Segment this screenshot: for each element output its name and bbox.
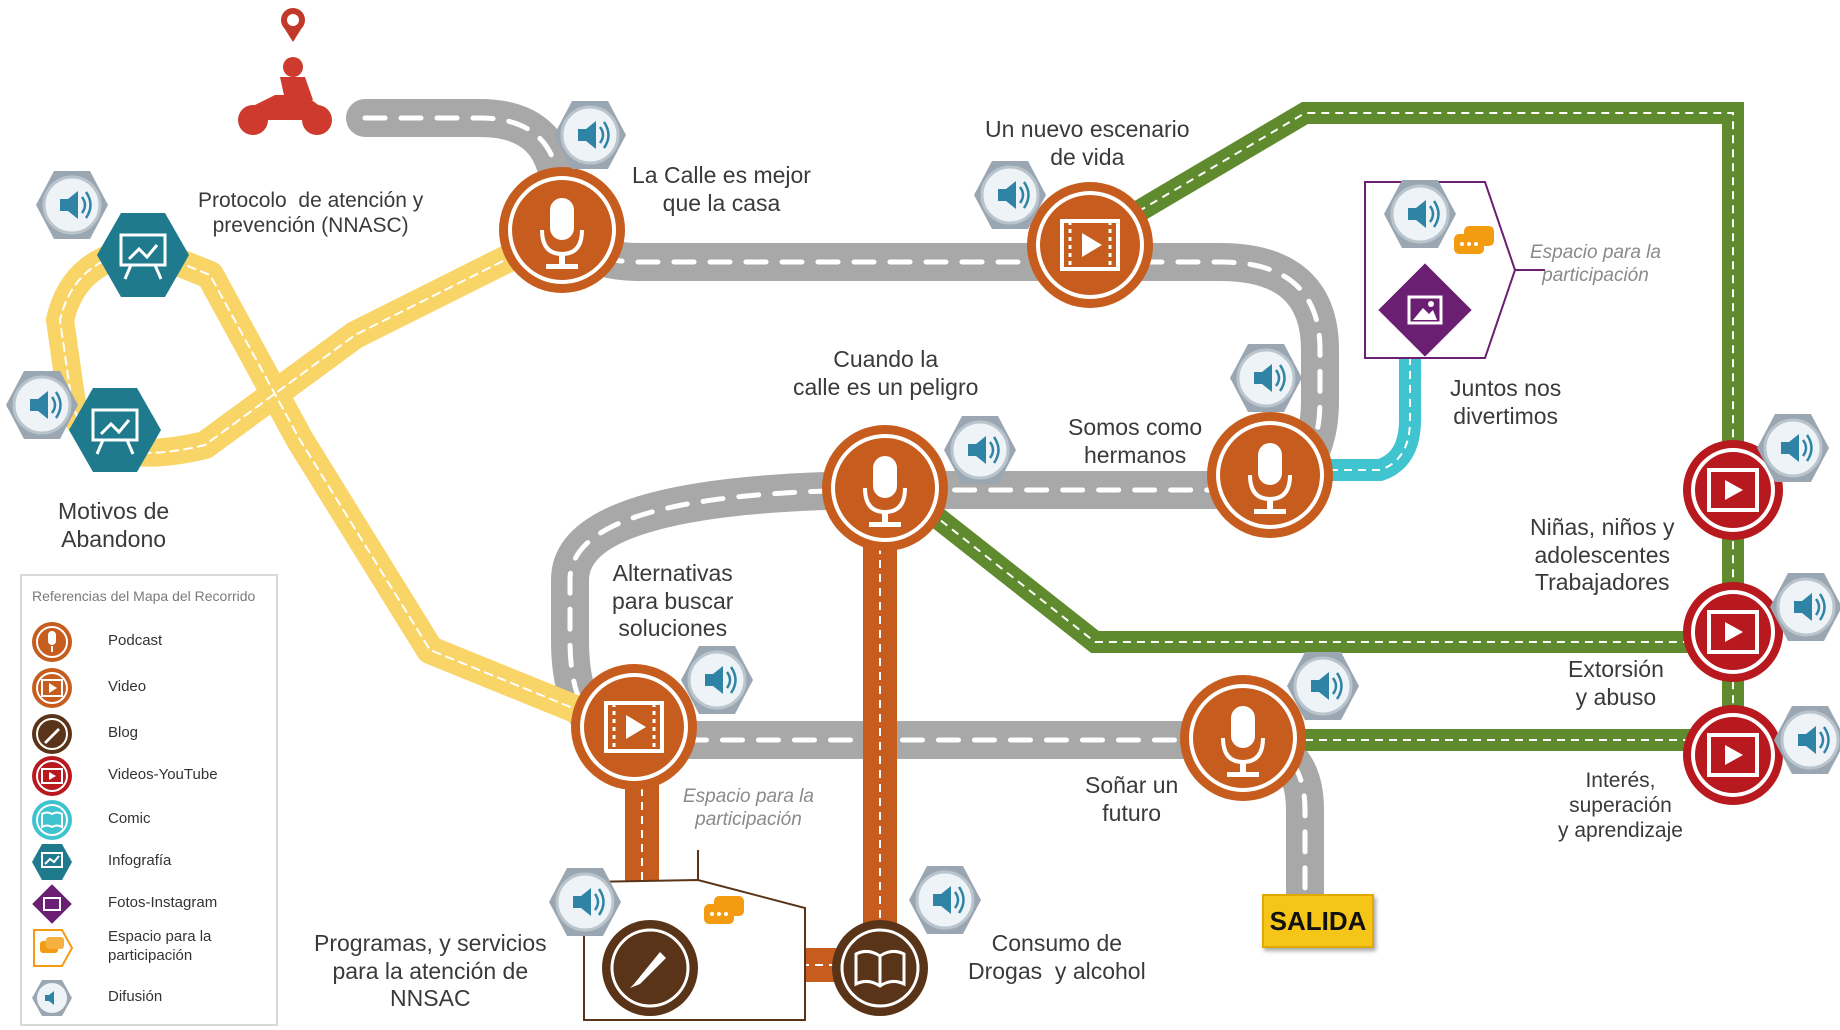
instagram-photos-icon [32, 884, 72, 924]
location-pin-icon [281, 8, 305, 42]
label-ninas: Niñas, niños y adolescentes Trabajadores [1530, 514, 1675, 596]
video-icon [32, 668, 72, 708]
legend-item-instagram: Fotos-Instagram [30, 882, 270, 926]
legend-label: Videos-YouTube [108, 766, 218, 783]
blog-node-programas[interactable] [602, 920, 698, 1016]
youtube-node-interes[interactable] [1683, 705, 1783, 805]
label-motivos: Motivos de Abandono [58, 498, 170, 552]
speaker-icon[interactable] [907, 864, 983, 936]
instagram-node-juntos[interactable] [1378, 263, 1472, 357]
label-somos-hermanos: Somos como hermanos [1068, 414, 1203, 468]
podcast-icon [32, 622, 72, 662]
green-path [923, 102, 1744, 751]
label-interes: Interés, superación y aprendizaje [1558, 769, 1683, 843]
participation-icon [33, 929, 74, 967]
legend: Referencias del Mapa del Recorrido Podca… [20, 574, 278, 1026]
youtube-node-extorsion[interactable] [1683, 582, 1783, 682]
legend-item-blog: Blog [30, 712, 270, 756]
legend-label: Podcast [108, 632, 163, 649]
legend-title: Referencias del Mapa del Recorrido [32, 588, 256, 604]
podcast-node-calle-peligro[interactable] [822, 425, 948, 551]
infographic-node-protocolo[interactable] [97, 213, 189, 297]
infographic-node-motivos[interactable] [69, 388, 161, 472]
legend-item-participation: Espacio para la participación [30, 926, 270, 970]
label-nuevo-escenario: Un nuevo escenario de vida [985, 116, 1190, 170]
legend-label: Difusión [108, 988, 163, 1005]
speaker-icon[interactable] [34, 169, 110, 241]
label-espacio-1: Espacio para la participación [1530, 242, 1661, 286]
legend-label: Infografía [108, 852, 172, 869]
comic-node-consumo[interactable] [832, 920, 928, 1016]
speaker-icon[interactable] [1228, 342, 1304, 414]
label-juntos: Juntos nos divertimos [1450, 375, 1562, 429]
podcast-node-calle-mejor[interactable] [499, 167, 625, 293]
label-protocolo: Protocolo de atención y prevención (NNAS… [198, 189, 424, 238]
label-alternativas: Alternativas para buscar soluciones [612, 560, 734, 642]
youtube-node-ninas[interactable] [1683, 440, 1783, 540]
label-calle-peligro: Cuando la calle es un peligro [793, 346, 979, 400]
legend-label: Video [108, 678, 147, 695]
label-programas: Programas, y servicios para la atención … [314, 930, 547, 1012]
speaker-icon[interactable] [1772, 704, 1840, 776]
podcast-node-sonar[interactable] [1180, 675, 1306, 801]
legend-item-difusion: Difusión [30, 976, 270, 1020]
label-sonar: Soñar un futuro [1085, 772, 1179, 826]
exit-sign: SALIDA [1262, 894, 1374, 948]
participation-chat-icon[interactable] [1454, 226, 1494, 254]
legend-label: Blog [108, 724, 139, 741]
legend-item-comic: Comic [30, 798, 270, 842]
cyan-path [1319, 329, 1421, 481]
label-calle-mejor: La Calle es mejor que la casa [632, 162, 811, 216]
infographic-icon [32, 844, 72, 880]
podcast-node-somos-hermanos[interactable] [1207, 412, 1333, 538]
video-node-nuevo-escenario[interactable] [1027, 182, 1153, 308]
video-node-alternativas[interactable] [571, 664, 697, 790]
legend-label: Espacio para la participación [108, 928, 212, 964]
participation-chat-icon[interactable] [704, 896, 744, 924]
legend-label: Fotos-Instagram [108, 894, 218, 911]
label-extorsion: Extorsión y abuso [1568, 656, 1664, 710]
label-consumo: Consumo de Drogas y alcohol [968, 930, 1146, 984]
legend-label: Comic [108, 810, 151, 827]
speaker-icon [32, 980, 72, 1016]
label-espacio-2: Espacio para la participación [683, 786, 814, 830]
legend-item-infographic: Infografía [30, 840, 270, 884]
legend-item-youtube: Videos-YouTube [30, 754, 270, 798]
youtube-icon [32, 756, 72, 796]
motorcycle-start-icon [238, 57, 332, 135]
legend-item-podcast: Podcast [30, 620, 270, 664]
legend-item-video: Video [30, 666, 270, 710]
comic-icon [32, 800, 72, 840]
blog-icon [32, 714, 72, 754]
